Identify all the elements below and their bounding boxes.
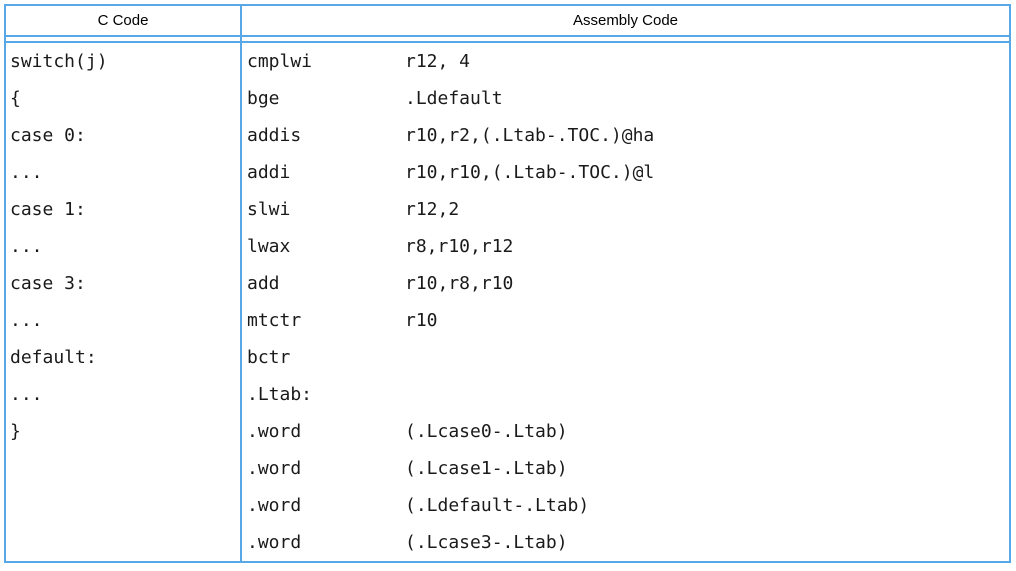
assembly-cell: bge .Ldefault [242,80,1009,117]
c-code-cell [6,450,242,487]
table-body: switch(j) cmplwi r12, 4 { bge .Ldefault … [6,43,1009,561]
header-double-rule-gap [6,37,1009,43]
asm-mnemonic-text: addi [247,161,291,183]
table-row: ... .Ltab: [6,376,1009,413]
asm-operands-text: r10,r10,(.Ltab-.TOC.)@l [405,161,655,183]
asm-operands-text: .Ldefault [405,87,503,109]
c-code-text: default: [10,346,97,368]
table-row: .word (.Lcase3-.Ltab) [6,524,1009,561]
c-code-text: { [10,87,21,109]
c-code-text: case 3: [10,272,86,294]
c-code-cell: case 3: [6,265,242,302]
asm-mnemonic-text: bctr [247,346,291,368]
column-header-assembly-code: Assembly Code [572,12,679,29]
c-code-cell: case 1: [6,191,242,228]
table-row: ... lwax r8,r10,r12 [6,228,1009,265]
asm-mnemonic-text: addis [247,124,302,146]
assembly-cell: .word (.Lcase0-.Ltab) [242,413,1009,450]
c-code-cell: ... [6,154,242,191]
c-code-cell: ... [6,376,242,413]
asm-mnemonic-text: .word [247,531,302,553]
table-row: ... addi r10,r10,(.Ltab-.TOC.)@l [6,154,1009,191]
asm-mnemonic-text: mtctr [247,309,302,331]
c-code-text: ... [10,161,43,183]
table-row: case 1: slwi r12,2 [6,191,1009,228]
asm-mnemonic-text: .Ltab: [247,383,313,405]
assembly-cell: .word (.Lcase1-.Ltab) [242,450,1009,487]
table-row: case 0: addis r10,r2,(.Ltab-.TOC.)@ha [6,117,1009,154]
table-header-row: C Code Assembly Code [6,6,1009,37]
assembly-cell: .word (.Ldefault-.Ltab) [242,487,1009,524]
c-code-cell [6,524,242,561]
c-code-text: case 0: [10,124,86,146]
asm-mnemonic-text: bge [247,87,280,109]
asm-operands-text: r10,r8,r10 [405,272,514,294]
asm-operands-text: (.Lcase0-.Ltab) [405,420,568,442]
c-code-cell: } [6,413,242,450]
table-row: case 3: add r10,r8,r10 [6,265,1009,302]
c-code-cell: { [6,80,242,117]
gap-cell-right [242,37,1009,41]
c-code-cell [6,487,242,524]
assembly-cell: .Ltab: [242,376,1009,413]
asm-mnemonic-text: .word [247,494,302,516]
asm-mnemonic-text: .word [247,420,302,442]
table-row: .word (.Ldefault-.Ltab) [6,487,1009,524]
asm-operands-text: r12,2 [405,198,460,220]
c-code-cell: switch(j) [6,43,242,80]
assembly-cell: addis r10,r2,(.Ltab-.TOC.)@ha [242,117,1009,154]
table-row: { bge .Ldefault [6,80,1009,117]
gap-cell-left [6,37,242,41]
assembly-cell: lwax r8,r10,r12 [242,228,1009,265]
table-row: switch(j) cmplwi r12, 4 [6,43,1009,80]
column-header-c-code: C Code [6,6,242,35]
table-row: } .word (.Lcase0-.Ltab) [6,413,1009,450]
assembly-cell: mtctr r10 [242,302,1009,339]
asm-operands-text: r10 [405,309,438,331]
c-code-text: ... [10,383,43,405]
c-code-cell: ... [6,302,242,339]
asm-mnemonic-text: slwi [247,198,291,220]
c-code-text: case 1: [10,198,86,220]
asm-operands-text: (.Lcase1-.Ltab) [405,457,568,479]
assembly-cell: .word (.Lcase3-.Ltab) [242,524,1009,561]
asm-mnemonic-text: .word [247,457,302,479]
assembly-cell: bctr [242,339,1009,376]
asm-operands-text: (.Lcase3-.Ltab) [405,531,568,553]
asm-operands-text: (.Ldefault-.Ltab) [405,494,590,516]
c-code-cell: case 0: [6,117,242,154]
asm-operands-text: r10,r2,(.Ltab-.TOC.)@ha [405,124,655,146]
assembly-cell: add r10,r8,r10 [242,265,1009,302]
assembly-cell: cmplwi r12, 4 [242,43,1009,80]
c-code-cell: default: [6,339,242,376]
assembly-cell: slwi r12,2 [242,191,1009,228]
table-row: .word (.Lcase1-.Ltab) [6,450,1009,487]
assembly-cell: addi r10,r10,(.Ltab-.TOC.)@l [242,154,1009,191]
c-code-cell: ... [6,228,242,265]
asm-operands-text: r8,r10,r12 [405,235,514,257]
c-code-text: switch(j) [10,50,108,72]
asm-mnemonic-text: lwax [247,235,291,257]
table-row: default: bctr [6,339,1009,376]
c-code-text: } [10,420,21,442]
asm-operands-text: r12, 4 [405,50,471,72]
c-code-text: ... [10,309,43,331]
code-comparison-table: C Code Assembly Code switch(j) cmplwi r1… [4,4,1011,563]
c-code-text: ... [10,235,43,257]
asm-mnemonic-text: cmplwi [247,50,313,72]
asm-mnemonic-text: add [247,272,280,294]
table-row: ... mtctr r10 [6,302,1009,339]
